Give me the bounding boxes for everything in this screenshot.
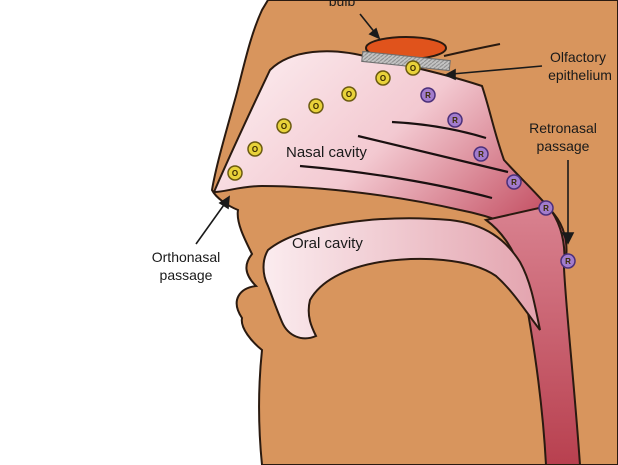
label-oral-cavity: Oral cavity — [292, 235, 363, 252]
label-orthonasal-line1: Orthonasal — [152, 249, 220, 265]
retronasal-molecule-label-4: R — [511, 178, 517, 187]
retronasal-molecule-3 — [473, 146, 489, 162]
orthonasal-molecule-6 — [375, 70, 391, 86]
orthonasal-molecule-label-5: O — [346, 90, 352, 99]
oral-cavity-shape — [262, 217, 541, 340]
orthonasal-molecule-label-2: O — [252, 145, 258, 154]
orthonasal-molecule-label-1: O — [232, 169, 238, 178]
retronasal-molecule-label-3: R — [478, 150, 484, 159]
orthonasal-molecule-label-7: O — [410, 64, 416, 73]
orthonasal-arrow-line — [195, 201, 227, 245]
orthonasal-arrowhead — [218, 195, 230, 210]
orthonasal-molecule-7 — [405, 60, 421, 76]
label-olfactory-line1: Olfactory — [550, 49, 606, 65]
turbinate-upper — [391, 120, 487, 140]
orthonasal-molecule-label-3: O — [281, 122, 287, 131]
orthonasal-molecules: O O O O O O O — [227, 60, 421, 181]
olfactory-arrow-line — [451, 65, 543, 75]
label-olfactory-line2: epithelium — [548, 67, 612, 83]
label-retronasal-line1: Retronasal — [529, 120, 597, 136]
label-nasal-cavity: Nasal cavity — [286, 144, 367, 161]
retronasal-molecule-label-5: R — [543, 204, 549, 213]
orthonasal-molecule-3 — [276, 118, 292, 134]
orthonasal-molecule-5 — [341, 86, 357, 102]
nasal-cavity-shape — [212, 50, 568, 260]
turbinate-lower — [299, 164, 493, 200]
orthonasal-molecule-1 — [227, 165, 243, 181]
retronasal-molecule-5 — [538, 200, 554, 216]
label-bulb: bulb — [329, 0, 356, 9]
retronasal-molecule-2 — [447, 112, 463, 128]
retronasal-molecule-1 — [420, 87, 436, 103]
turbinate-middle — [357, 134, 509, 174]
retronasal-molecule-6 — [560, 253, 576, 269]
olfactory-epithelium — [361, 50, 451, 72]
retronasal-molecule-label-2: R — [452, 116, 458, 125]
retronasal-molecules: R R R R R R — [420, 87, 576, 269]
retronasal-molecule-4 — [506, 174, 522, 190]
orthonasal-molecule-4 — [308, 98, 324, 114]
olfactory-tract — [443, 43, 501, 57]
bulb-arrowhead — [368, 27, 381, 40]
label-orthonasal-line2: passage — [160, 267, 213, 283]
olfactory-arrowhead — [444, 68, 456, 81]
retronasal-arrowhead — [561, 232, 575, 245]
label-retronasal-line2: passage — [537, 138, 590, 154]
retronasal-molecule-label-1: R — [425, 91, 431, 100]
orthonasal-molecule-label-6: O — [380, 74, 386, 83]
retronasal-molecule-label-6: R — [565, 257, 571, 266]
orthonasal-molecule-label-4: O — [313, 102, 319, 111]
orthonasal-molecule-2 — [247, 141, 263, 157]
